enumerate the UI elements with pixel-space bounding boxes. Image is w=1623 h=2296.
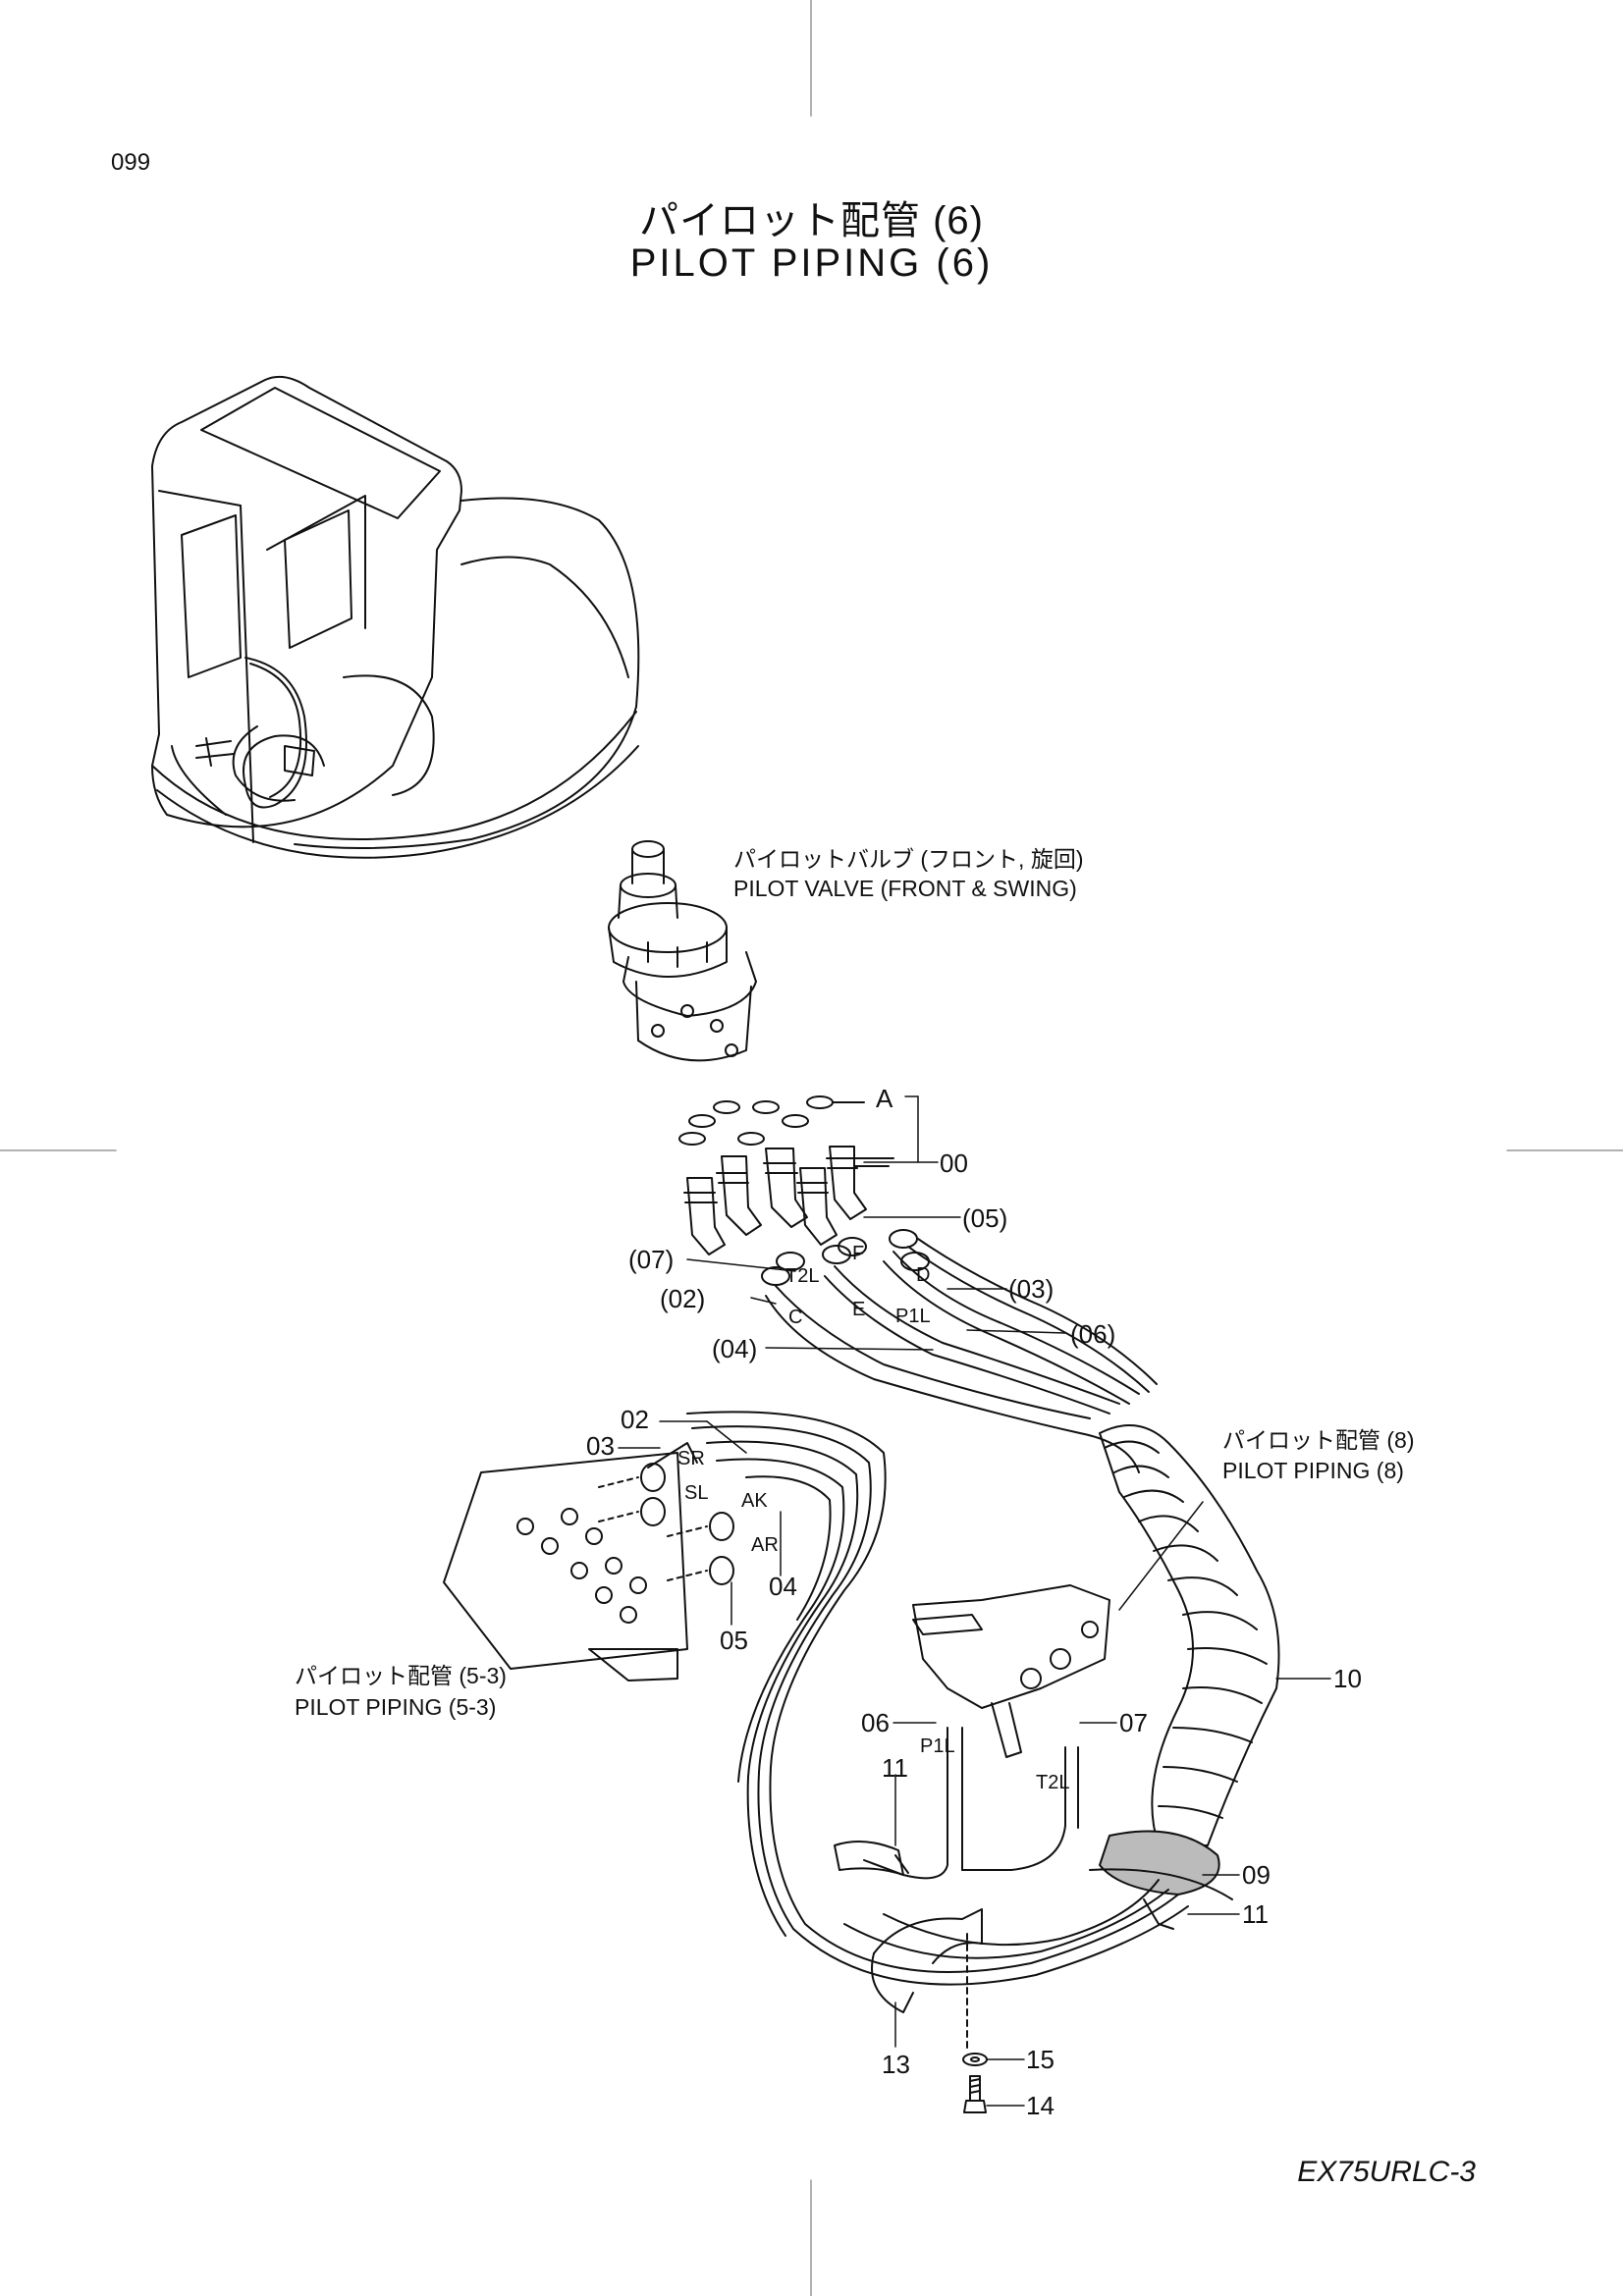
callout-09: 09 xyxy=(1242,1860,1271,1890)
callout-04: 04 xyxy=(769,1572,797,1601)
valve-block-illustration xyxy=(912,1584,1110,1758)
lower-hose-bundle xyxy=(686,1411,1189,1986)
port-labels: T2L F D C E P1L SR SL AK AR P1L T2L xyxy=(677,1243,1069,1793)
page-title-english: PILOT PIPING (6) xyxy=(629,241,994,285)
callout-04-paren: (04) xyxy=(712,1334,757,1363)
pilot-piping-5-3-label-jp: パイロット配管 (5-3) xyxy=(295,1663,507,1688)
pilot-piping-8-label-jp: パイロット配管 (8) xyxy=(1222,1427,1415,1453)
pilot-piping-5-3-label-en: PILOT PIPING (5-3) xyxy=(295,1694,496,1720)
callout-11-upper: 11 xyxy=(882,1753,908,1783)
callout-02: 02 xyxy=(621,1405,649,1434)
pilot-piping-8-label-en: PILOT PIPING (8) xyxy=(1222,1458,1404,1483)
callout-02-paren: (02) xyxy=(660,1284,705,1313)
callout-15: 15 xyxy=(1026,2045,1055,2074)
callout-07-paren: (07) xyxy=(628,1245,674,1274)
model-number: EX75URLC-3 xyxy=(1297,2156,1476,2188)
callout-numbers: A 00 (05) (07) (03) (02) (06) (04) 02 03… xyxy=(586,1084,1362,2120)
port-label-d: D xyxy=(916,1264,930,1286)
port-label-e: E xyxy=(852,1299,865,1320)
page-number: 099 xyxy=(111,149,151,176)
band-clamp-upper xyxy=(834,1841,909,1876)
port-label-ar: AR xyxy=(751,1534,779,1556)
page-title-japanese: パイロット配管 (6) xyxy=(639,199,984,242)
callout-14: 14 xyxy=(1026,2091,1055,2120)
o-rings xyxy=(678,1095,865,1146)
callout-A: A xyxy=(876,1084,893,1113)
callout-05: 05 xyxy=(720,1626,748,1655)
callout-06: 06 xyxy=(861,1708,890,1737)
port-label-t2l-bottom: T2L xyxy=(1036,1772,1069,1793)
port-label-p1l-bottom: P1L xyxy=(920,1735,955,1757)
port-label-f: F xyxy=(852,1243,864,1264)
port-label-sr: SR xyxy=(677,1448,705,1469)
callout-00: 00 xyxy=(940,1148,968,1178)
washer-and-bolt xyxy=(962,2053,988,2113)
upper-hose-bundle xyxy=(761,1229,1158,1473)
pilot-valve-illustration xyxy=(608,840,757,1062)
callout-13: 13 xyxy=(882,2050,910,2079)
callout-03: 03 xyxy=(586,1431,615,1461)
callout-11-lower: 11 xyxy=(1242,1899,1269,1929)
pilot-valve-label-en: PILOT VALVE (FRONT & SWING) xyxy=(733,876,1077,901)
reference-labels: パイロットバルブ (フロント, 旋回) PILOT VALVE (FRONT &… xyxy=(295,846,1415,1720)
callout-07: 07 xyxy=(1119,1708,1148,1737)
pilot-valve-label-jp: パイロットバルブ (フロント, 旋回) xyxy=(733,846,1084,872)
elbow-fittings xyxy=(683,1146,894,1255)
callout-10: 10 xyxy=(1333,1664,1362,1693)
port-label-sl: SL xyxy=(684,1482,708,1504)
terminal-plate-illustration xyxy=(443,1442,734,1682)
port-label-p1l-top: P1L xyxy=(895,1306,931,1327)
callout-06-paren: (06) xyxy=(1070,1319,1115,1349)
excavator-cab-illustration xyxy=(151,375,640,859)
leader-lines xyxy=(618,1095,1331,2107)
callout-05-paren: (05) xyxy=(962,1203,1007,1233)
port-label-ak: AK xyxy=(741,1490,768,1512)
band-clamp-lower xyxy=(1143,1898,1174,1930)
clamp xyxy=(871,1908,983,2053)
callout-03-paren: (03) xyxy=(1008,1274,1054,1304)
port-label-t2l-top: T2L xyxy=(785,1265,819,1287)
port-label-c: C xyxy=(788,1307,802,1328)
spiral-protector xyxy=(1089,1424,1280,1900)
